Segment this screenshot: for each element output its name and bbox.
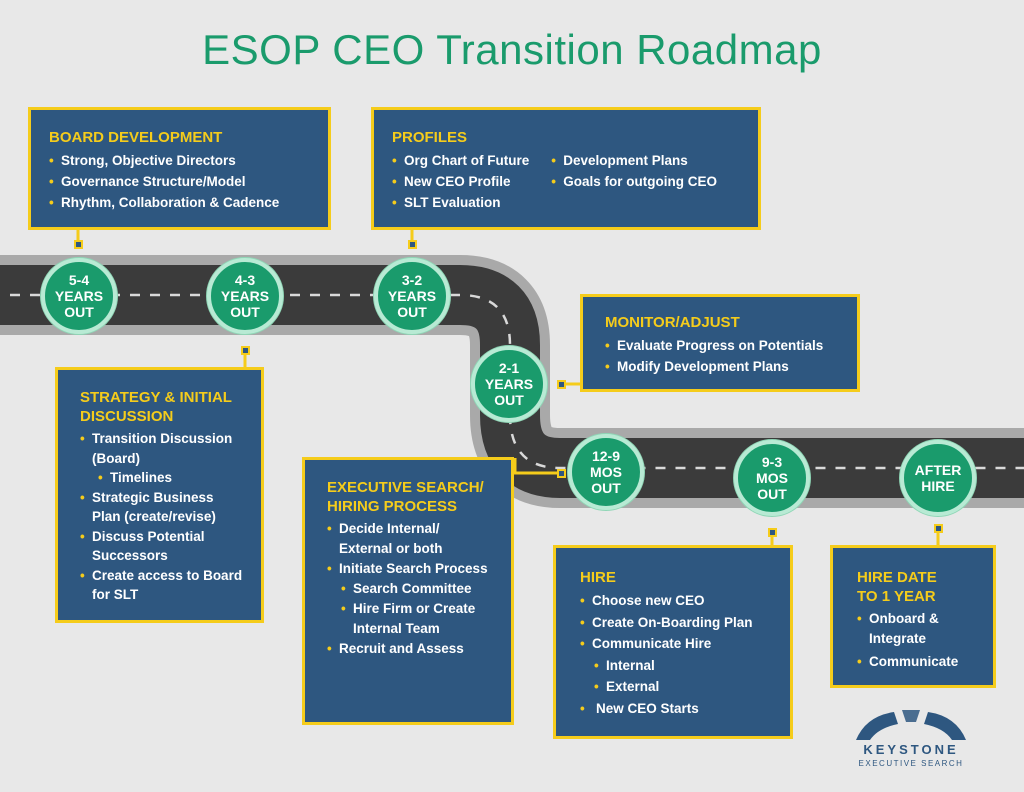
box-heading: PROFILES [392,129,468,146]
list-item: Timelines [98,468,245,488]
connector-dot [241,346,250,355]
connector-dot [408,240,417,249]
list-item: Evaluate Progress on Potentials [605,335,841,356]
box-heading: HIRE [580,569,616,586]
list-item: Org Chart of Future [392,150,529,171]
connector-dot [557,469,566,478]
box-heading: MONITOR/ADJUST [605,314,740,331]
page-title: ESOP CEO Transition Roadmap [202,26,822,73]
list-item: Internal [594,655,774,677]
list-item: Search Committee [341,579,495,599]
list-item: Communicate [857,652,977,672]
box-heading: EXECUTIVE SEARCH/HIRING PROCESS [327,479,484,515]
list-item: Development Plans [551,150,717,171]
list-item: Strategic Business Plan (create/revise) [80,488,245,527]
executive-search-box: EXECUTIVE SEARCH/HIRING PROCESS Decide I… [302,457,514,725]
list-item: SLT Evaluation [392,192,529,213]
list-item: Initiate Search Process [327,559,495,579]
hire-box: HIRE Choose new CEO Create On-Boarding P… [553,545,793,739]
list-item: External [594,676,774,698]
board-development-box: BOARD DEVELOPMENT Strong, Objective Dire… [28,107,331,230]
profiles-box: PROFILES Org Chart of Future New CEO Pro… [371,107,761,230]
list-item: Discuss Potential Successors [80,527,245,566]
connector-dot [74,240,83,249]
list-item: Rhythm, Collaboration & Cadence [49,192,312,213]
list-item: Communicate Hire [580,633,774,655]
list-item: Hire Firm or Create Internal Team [341,599,495,639]
logo-tagline: EXECUTIVE SEARCH [858,759,964,768]
box-heading: BOARD DEVELOPMENT [49,129,223,146]
connector-dot [768,528,777,537]
list-item: Modify Development Plans [605,356,841,377]
list-item: Create On-Boarding Plan [580,612,774,634]
list-item: Goals for outgoing CEO [551,171,717,192]
keystone-arch-icon [856,710,966,740]
list-item: New CEO Profile [392,171,529,192]
list-item: Choose new CEO [580,590,774,612]
logo-name: KEYSTONE [863,742,959,757]
list-item: Create access to Board for SLT [80,566,245,605]
list-item: Onboard & Integrate [857,609,977,649]
connector-dot [557,380,566,389]
list-item: Transition Discussion (Board) [80,429,245,468]
list-item: Decide Internal/ External or both [327,519,495,559]
list-item: Governance Structure/Model [49,171,312,192]
list-item: Strong, Objective Directors [49,150,312,171]
monitor-adjust-box: MONITOR/ADJUST Evaluate Progress on Pote… [580,294,860,392]
list-item: New CEO Starts [580,698,774,720]
keystone-logo: KEYSTONE EXECUTIVE SEARCH [846,706,976,776]
connector-dot [934,524,943,533]
list-item: Recruit and Assess [327,639,495,659]
